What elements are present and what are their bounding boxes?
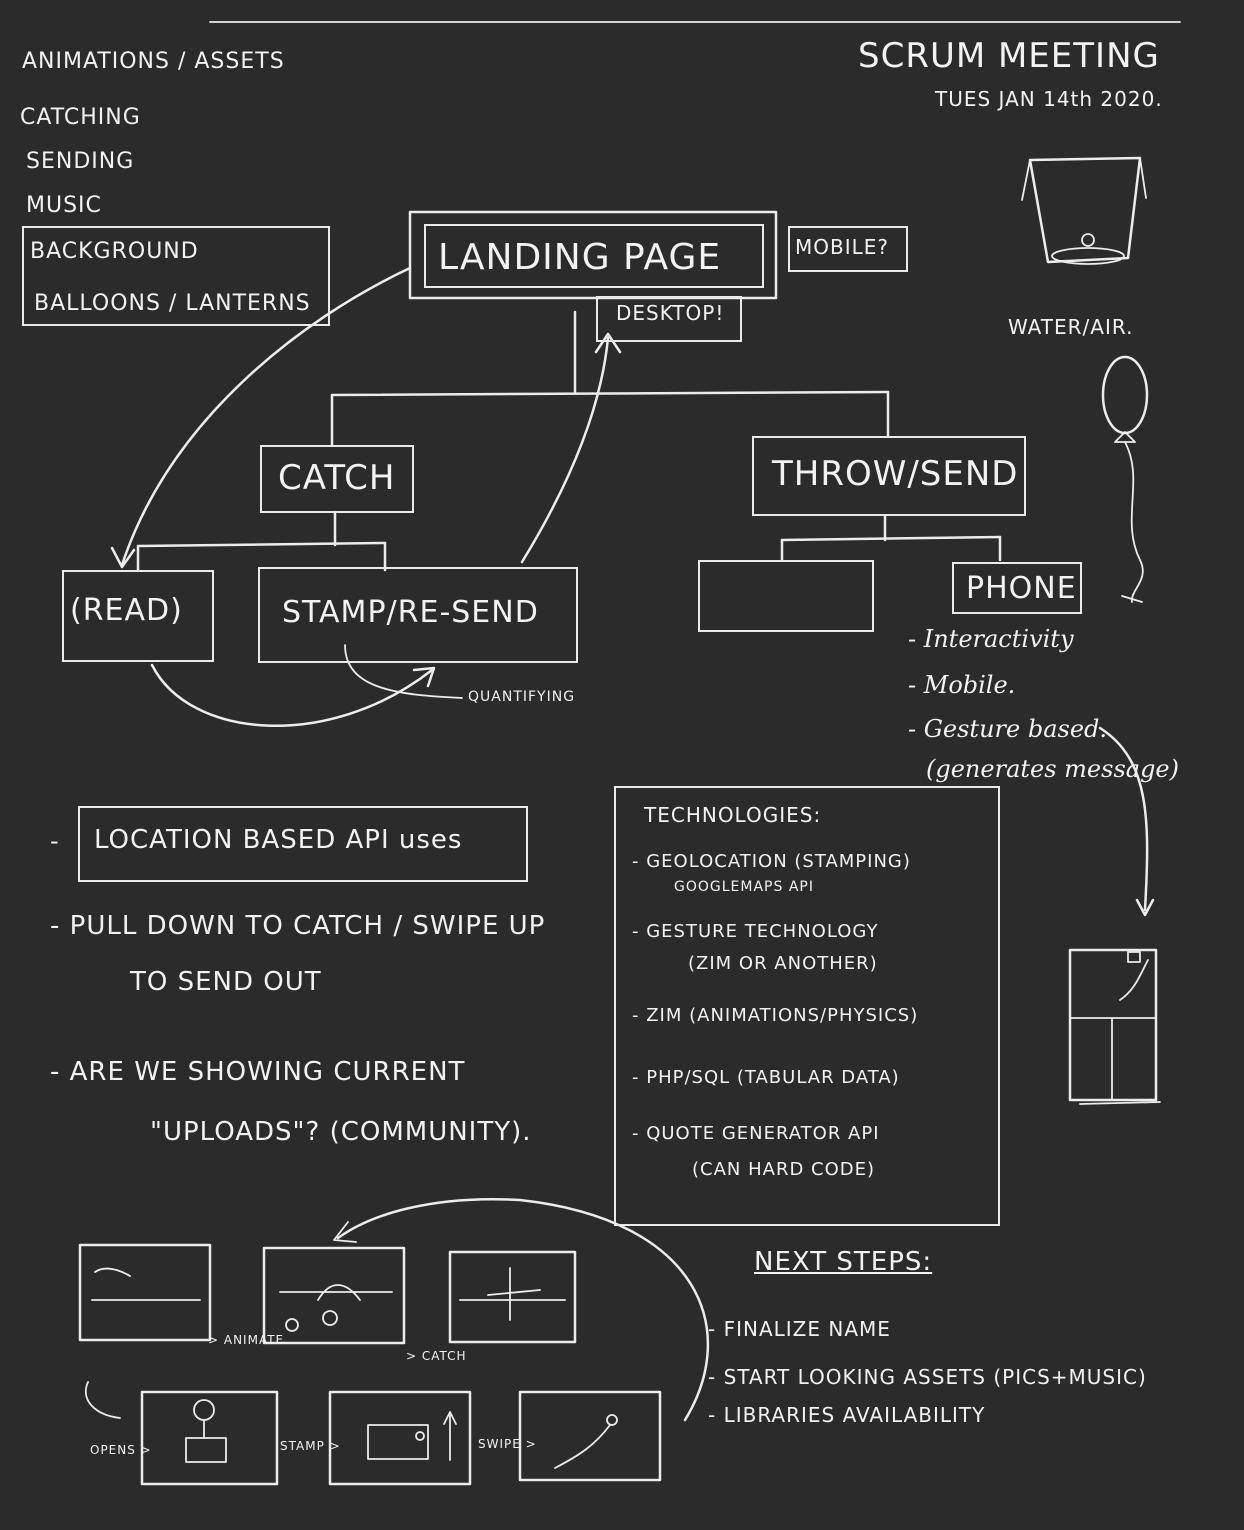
note-dash: - [50, 827, 60, 855]
landing-page-node [424, 224, 764, 288]
tech-item-detail: GOOGLEMAPS API [674, 879, 814, 895]
arrowhead-sketch [1135, 898, 1155, 917]
storyboard-label: SWIPE > [478, 1437, 537, 1451]
throw-label: THROW/SEND [772, 454, 1019, 494]
catch-node [260, 445, 414, 513]
storyboard-label: > CATCH [406, 1349, 467, 1363]
phone-sketch [1068, 948, 1158, 1102]
location-note: LOCATION BASED API uses [94, 825, 463, 855]
empty-node [698, 560, 874, 632]
tech-item: - ZIM (ANIMATIONS/PHYSICS) [632, 1005, 919, 1026]
stamp-node [258, 567, 578, 663]
desktop-node [596, 296, 742, 342]
asset-item: BALLOONS / LANTERNS [34, 291, 311, 316]
arrow-landing-to-read [120, 266, 412, 567]
asset-item: CATCHING [20, 105, 141, 130]
tech-item: - QUOTE GENERATOR API [632, 1123, 880, 1144]
tech-item: - GEOLOCATION (STAMPING) [632, 851, 911, 872]
assets-heading: ANIMATIONS / ASSETS [22, 49, 285, 74]
arrowhead-read [110, 546, 136, 569]
balloon-icon [1101, 355, 1149, 435]
technologies-heading: TECHNOLOGIES: [644, 803, 822, 827]
arrow-to-storyboard [336, 1198, 710, 1422]
phone-label: PHONE [966, 571, 1077, 606]
showing-note-line1: - ARE WE SHOWING CURRENT [50, 1057, 466, 1087]
pull-note-line2: TO SEND OUT [130, 967, 322, 997]
storyboard-label: > ANIMATE [208, 1333, 285, 1347]
read-node [62, 570, 214, 662]
asset-item: MUSIC [26, 193, 102, 218]
landing-page-label: LANDING PAGE [438, 237, 722, 278]
page-title: SCRUM MEETING [858, 36, 1160, 76]
tech-item-detail: (ZIM OR ANOTHER) [688, 953, 878, 974]
throw-node [752, 436, 1026, 516]
tech-item: - PHP/SQL (TABULAR DATA) [632, 1067, 900, 1088]
mobile-node [788, 226, 908, 272]
showing-note-line2: "UPLOADS"? (COMMUNITY). [150, 1117, 532, 1147]
catch-label: CATCH [278, 458, 396, 498]
technologies-box [614, 786, 1000, 1226]
location-box [78, 806, 528, 882]
asset-item: SENDING [26, 149, 135, 174]
meeting-date: TUES JAN 14th 2020. [935, 87, 1163, 111]
connector-throw-branch [780, 535, 1002, 542]
phone-note: - Interactivity [908, 625, 1074, 653]
tech-item: - GESTURE TECHNOLOGY [632, 921, 879, 942]
storyboard-frame-4 [140, 1390, 279, 1486]
storyboard-label: OPENS > [90, 1443, 152, 1457]
quantifying-label: QUANTIFYING [468, 689, 576, 705]
phone-note: (generates message) [926, 755, 1179, 783]
arrow-read-to-stamp [150, 663, 434, 728]
phone-note: - Mobile. [908, 671, 1016, 699]
phone-node [952, 562, 1082, 614]
read-label: (READ) [70, 593, 183, 628]
storyboard-frame-6 [518, 1390, 662, 1482]
connector-catch-branch [136, 541, 387, 548]
arrow-gesture-to-sketch [1098, 726, 1149, 912]
connector-branch [330, 390, 890, 397]
arrowhead-stamp [412, 666, 436, 688]
mobile-label: MOBILE? [795, 235, 890, 259]
arrow-stamp-to-desktop [520, 336, 610, 564]
assets-box [22, 226, 330, 326]
pull-note-line1: - PULL DOWN TO CATCH / SWIPE UP [50, 911, 546, 941]
arrowhead-desktop [594, 332, 622, 354]
quantifying-pointer [344, 644, 463, 699]
next-step-item: - LIBRARIES AVAILABILITY [708, 1403, 986, 1427]
lantern-icon [1028, 156, 1142, 264]
asset-item: BACKGROUND [30, 239, 199, 264]
next-step-item: - FINALIZE NAME [708, 1317, 891, 1341]
storyboard-frame-2 [262, 1246, 406, 1345]
landing-page-outer-box [408, 210, 778, 300]
storyboard-frame-1 [78, 1243, 212, 1342]
next-step-item: - START LOOKING ASSETS (PICS+MUSIC) [708, 1365, 1147, 1389]
water-air-label: WATER/AIR. [1008, 315, 1134, 339]
stamp-label: STAMP/RE-SEND [282, 595, 539, 630]
desktop-label: DESKTOP! [616, 301, 725, 325]
storyboard-frame-5 [328, 1390, 472, 1486]
next-steps-heading: NEXT STEPS: [754, 1247, 933, 1277]
phone-note: - Gesture based. [908, 715, 1108, 743]
storyboard-frame-3 [448, 1250, 577, 1344]
tech-item-detail: (CAN HARD CODE) [692, 1159, 876, 1180]
storyboard-label: STAMP > [280, 1439, 341, 1453]
